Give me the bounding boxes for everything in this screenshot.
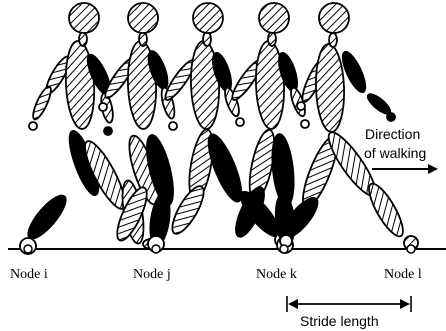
node-l-marker [407, 245, 415, 253]
figure-5-front-shin [363, 180, 409, 241]
node-l-label: Node l [384, 267, 422, 282]
node-i-marker [24, 245, 32, 253]
figure-1-head [69, 3, 99, 33]
figure-3-head [193, 3, 223, 33]
figure-2-front-hand [169, 122, 177, 130]
stride-length-label: Stride length [300, 313, 379, 329]
figure-1-neck [79, 32, 87, 46]
figure-5-back-hand [297, 102, 305, 110]
figure-2-head [128, 3, 158, 33]
figure-4-neck [268, 32, 276, 46]
figure-2-back-hand [99, 103, 107, 111]
figure-1-back-shin [23, 191, 71, 244]
direction-label-line1: Direction [365, 126, 420, 142]
stride-length-dimension [287, 296, 411, 312]
node-j-marker [152, 245, 160, 253]
figure-5-neck [329, 33, 337, 47]
figure-3-front-hand [236, 118, 244, 126]
direction-arrow [372, 164, 438, 174]
direction-label-line2: of walking [364, 145, 426, 161]
figure-1-back-hand [29, 122, 37, 130]
node-j-label: Node j [133, 267, 171, 282]
figure-5-front-hand [387, 113, 395, 121]
figure-1-front-hand [104, 127, 112, 135]
node-k-marker [280, 245, 288, 253]
figure-1-torso [64, 40, 97, 129]
figure-4-head [259, 3, 289, 33]
figure-4-front-hand [301, 120, 309, 128]
figure-5-torso [314, 44, 345, 133]
figure-2-neck [139, 32, 147, 46]
figure-5-head [319, 3, 349, 33]
node-i-label: Node i [10, 267, 48, 282]
node-k-label: Node k [256, 267, 297, 282]
figure-3-neck [203, 32, 211, 46]
figure-1-back-forearm [30, 85, 54, 122]
